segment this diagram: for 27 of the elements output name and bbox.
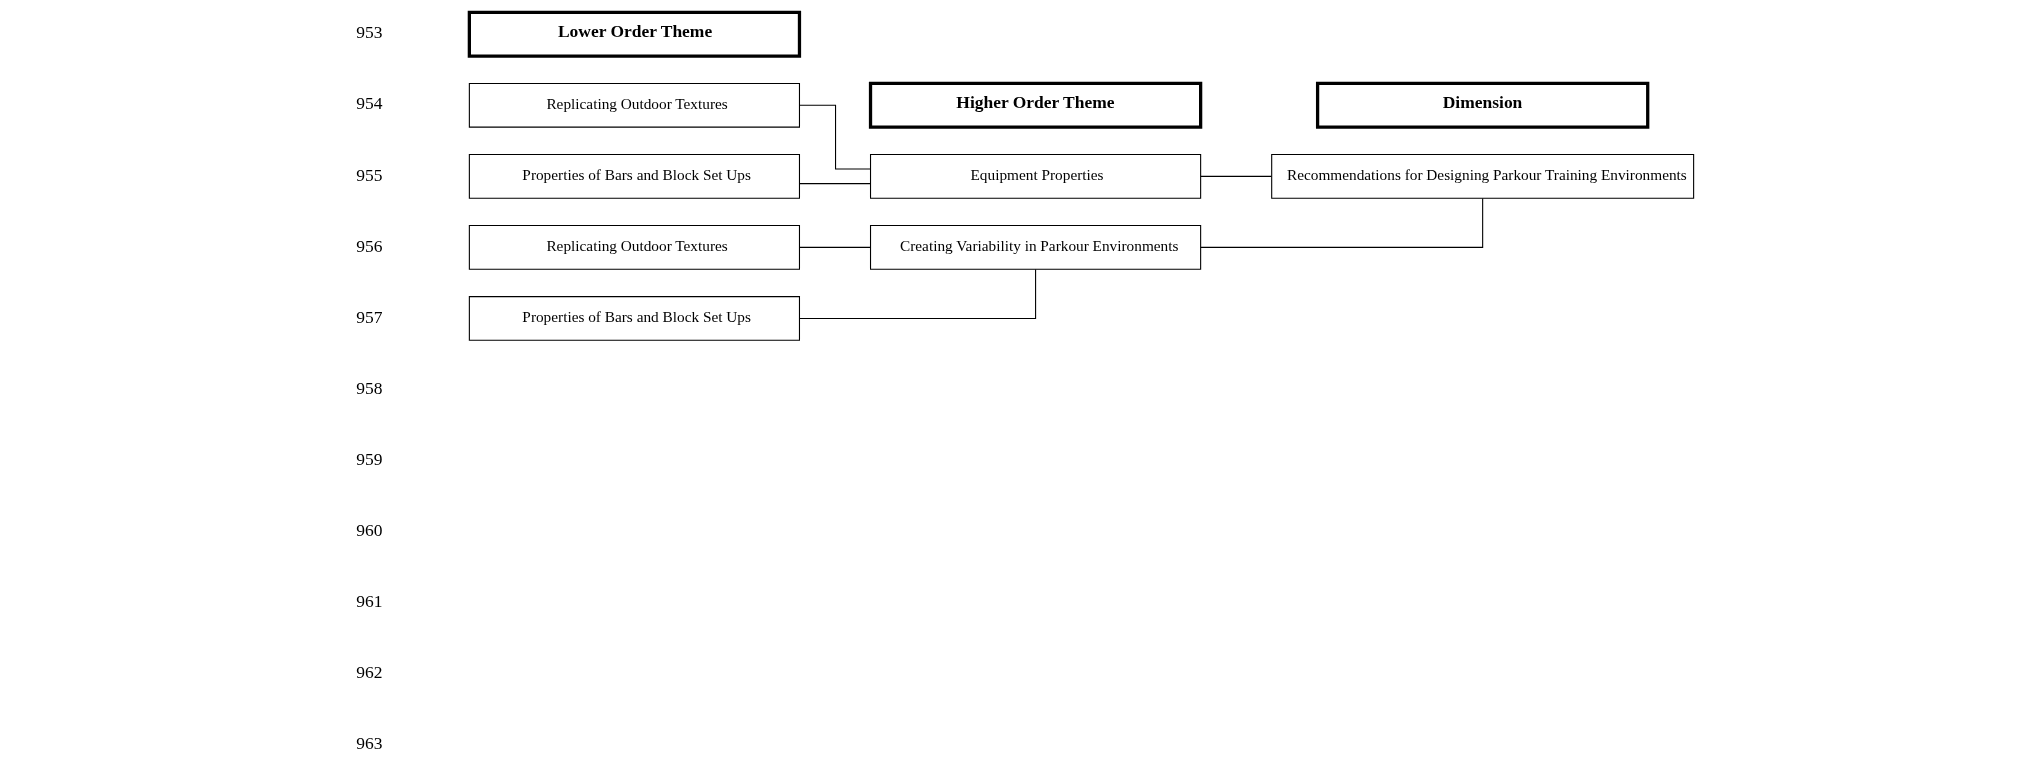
node-box: Replicating Outdoor Textures [468,82,800,128]
label: 958 [355,377,382,398]
node-box: Properties of Bars and Block Set Ups [468,296,800,341]
label: 961 [355,590,382,611]
connector [798,268,1036,319]
node-box: Lower Order Theme [467,10,801,58]
label: 955 [355,164,382,185]
connector [1199,175,1272,177]
node-box: Equipment Properties [869,153,1201,199]
label: 959 [355,448,382,469]
node-box: Properties of Bars and Block Set Ups [468,153,800,199]
node-box: Replicating Outdoor Textures [468,225,800,270]
connector [1199,197,1483,248]
label: 960 [355,519,382,540]
label: 957 [355,306,382,327]
node-box: Creating Variability in Parkour Environments [869,225,1201,270]
label: 963 [355,732,382,753]
connector [798,104,871,170]
connector [798,183,871,185]
label: 953 [355,22,382,43]
connector [798,246,871,248]
node-box: Higher Order Theme [868,81,1202,129]
label: 954 [355,93,382,114]
label: 956 [355,235,382,256]
node-box: Recommendations for Designing Parkour Training Environments [1270,153,1694,199]
node-box: Dimension [1315,81,1649,129]
label: 962 [355,661,382,682]
